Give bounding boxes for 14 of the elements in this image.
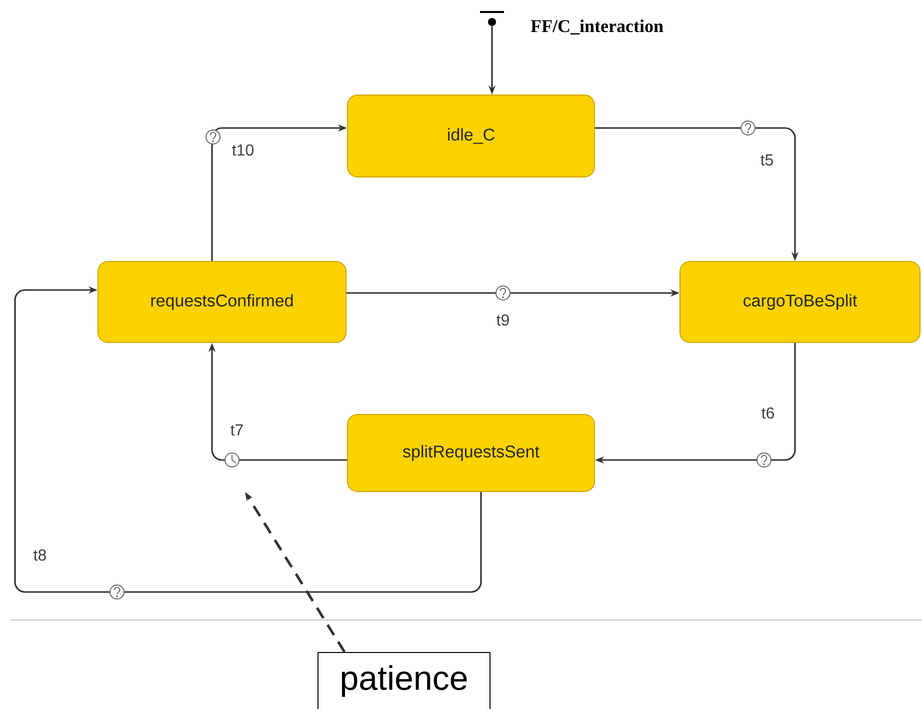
entry-point-label: FF/C_interaction [530, 20, 664, 34]
transition-label: t8 [34, 549, 46, 561]
state-box: splitRequestsSent [347, 414, 595, 492]
transition-label: t9 [496, 314, 509, 326]
transition-label: t6 [762, 407, 774, 419]
transition-arrow [14, 286, 482, 593]
callout-box: patience [318, 652, 490, 709]
transition-label: t10 [232, 144, 254, 156]
entry-point-symbol [480, 11, 504, 26]
transition-label: t7 [230, 424, 243, 436]
transition-label: t5 [760, 154, 773, 166]
state-box: cargoToBeSplit [680, 261, 920, 343]
state-box: requestsConfirmed [98, 261, 346, 343]
state-box: idle_C [347, 94, 595, 178]
